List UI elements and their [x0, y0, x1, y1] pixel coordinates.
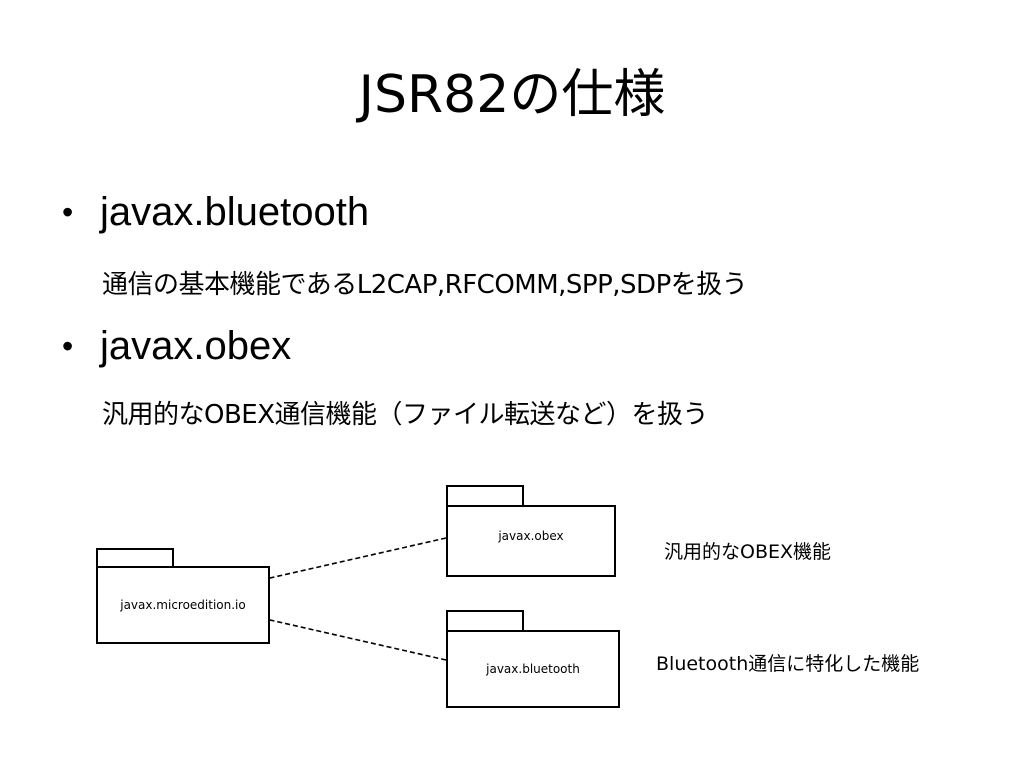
- diagram-label-bluetooth: Bluetooth通信に特化した機能: [656, 653, 920, 675]
- dependency-arrow-bluetooth: [270, 620, 447, 661]
- bullet-heading: javax.obex: [100, 324, 292, 368]
- package-label: javax.microedition.io: [120, 598, 246, 612]
- bullet-heading: javax.bluetooth: [100, 190, 370, 234]
- package-tab: [446, 485, 524, 507]
- bullet-icon: •: [62, 194, 74, 230]
- bullet-description: 通信の基本機能であるL2CAP,RFCOMM,SPP,SDPを扱う: [102, 270, 748, 300]
- diagram-label-obex: 汎用的なOBEX機能: [664, 541, 832, 563]
- package-tab: [96, 548, 174, 568]
- package-label: javax.obex: [498, 529, 564, 543]
- bullet-item-javax-bluetooth: • javax.bluetooth: [62, 188, 369, 236]
- bullet-item-javax-obex: • javax.obex: [62, 322, 291, 370]
- package-javax-microedition-io: javax.microedition.io: [96, 566, 270, 644]
- package-javax-obex: javax.obex: [446, 505, 616, 577]
- bullet-description: 汎用的なOBEX通信機能（ファイル転送など）を扱う: [102, 400, 709, 430]
- dependency-arrow-obex: [270, 537, 447, 578]
- package-javax-bluetooth: javax.bluetooth: [446, 630, 620, 708]
- package-label: javax.bluetooth: [486, 662, 580, 676]
- bullet-icon: •: [62, 328, 74, 364]
- package-tab: [446, 610, 524, 632]
- page-title: JSR82の仕様: [358, 65, 666, 125]
